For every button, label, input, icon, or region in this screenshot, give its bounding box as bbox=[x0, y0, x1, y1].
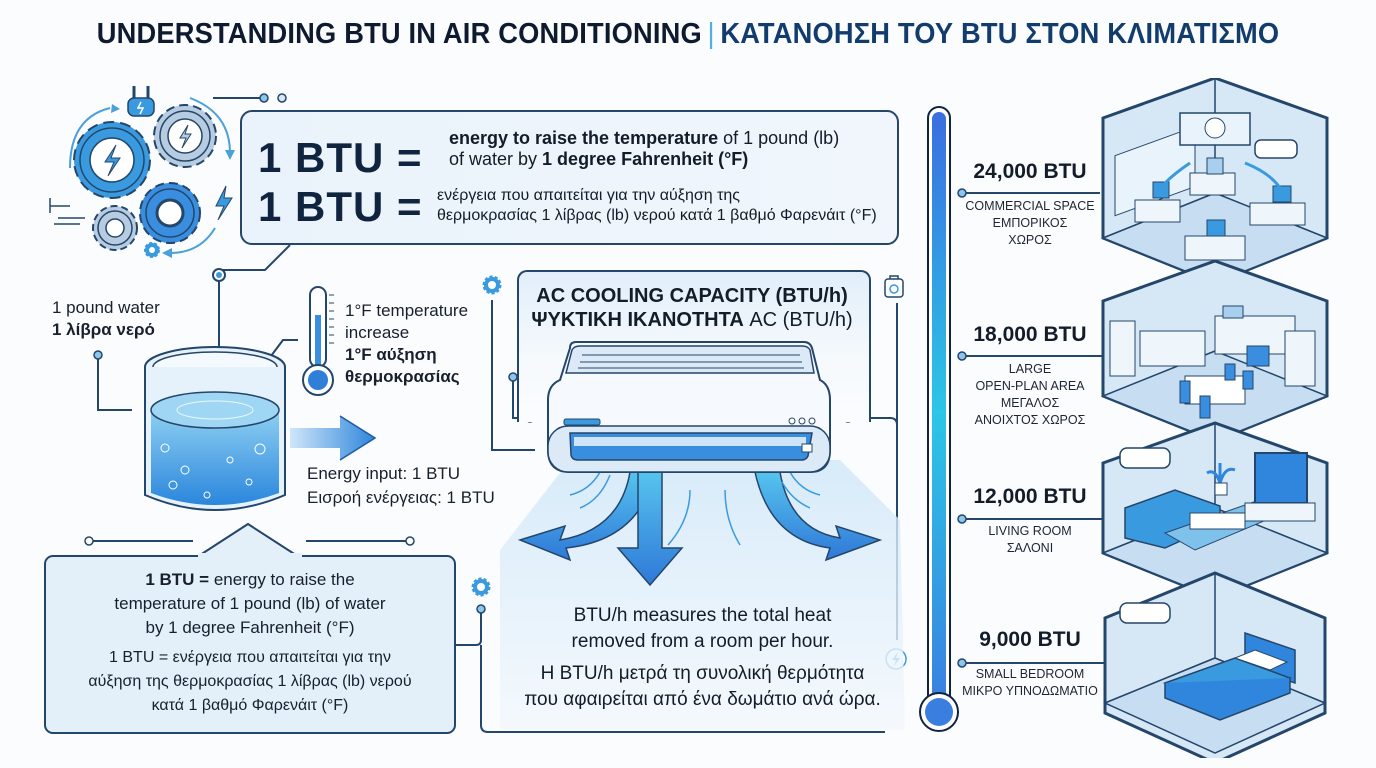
room-label-en: SMALL BEDROOM bbox=[975, 667, 1085, 681]
callout-en-3: by 1 degree Fahrenheit (°F) bbox=[145, 618, 355, 637]
room-label-gr-2: ΑΝΟΙΧΤΟΣ ΧΩΡΟΣ bbox=[974, 413, 1086, 427]
energy-input-label: Energy input: 1 BTU Εισροή ενέργειας: 1 … bbox=[307, 462, 495, 510]
callout-en-bold: 1 BTU = bbox=[145, 570, 210, 589]
definition-gr: ενέργεια που απαιτείται για την αύξηση τ… bbox=[437, 186, 877, 226]
gear-icon bbox=[482, 275, 502, 295]
callout-en-1: 1 BTU = energy to raise the bbox=[46, 568, 454, 592]
airflow-arrows-icon bbox=[500, 460, 905, 730]
scale-level-24000: 24,000 BTU COMMERCIAL SPACE ΕΜΠΟΡΙΚΟΣ ΧΩ… bbox=[960, 160, 1100, 249]
scale-level-9000: 9,000 BTU SMALL BEDROOM ΜΙΚΡΟ ΥΠΝΟΔΩΜΑΤΙ… bbox=[960, 628, 1100, 700]
scale-level-12000: 12,000 BTU LIVING ROOM ΣΑΛΟΝΙ bbox=[960, 485, 1100, 557]
definition-en-rest-1: of 1 pound (lb) bbox=[718, 128, 840, 148]
ac-heading-en: AC COOLING CAPACITY (BTU/h) bbox=[536, 285, 848, 307]
air-conditioner-icon bbox=[547, 341, 831, 473]
gear-icon bbox=[471, 577, 491, 597]
callout-gr-3: κατά 1 βαθμό Φαρενάιτ (°F) bbox=[151, 697, 349, 714]
definition-en-bold-1: energy to raise the temperature bbox=[449, 128, 719, 148]
definition-gr-line-1: ενέργεια που απαιτείται για την αύξηση τ… bbox=[437, 187, 740, 204]
water-label-gr: 1 λίβρα νερό bbox=[52, 320, 155, 339]
energy-input-gr: Εισροή ενέργειας: 1 BTU bbox=[307, 488, 495, 507]
room-label-en-2: OPEN-PLAN AREA bbox=[975, 379, 1085, 393]
definition-gr-line-2: θερμοκρασίας 1 λίβρας (lb) νερού κατά 1 … bbox=[437, 207, 877, 224]
room-label-gr-2: ΧΩΡΟΣ bbox=[1008, 233, 1052, 247]
callout-en-rest: energy to raise the bbox=[209, 570, 355, 589]
water-beaker-icon bbox=[144, 346, 286, 511]
ac-desc-en-1: BTU/h measures the total heat bbox=[573, 605, 832, 626]
btu-equals-en: 1 BTU = bbox=[258, 134, 423, 181]
thermometer-label-en-2: increase bbox=[345, 323, 410, 342]
callout-gr-1: 1 BTU = ενέργεια που απαιτείται για την bbox=[109, 649, 391, 666]
office-room-icon bbox=[1100, 78, 1330, 285]
title-english: UNDERSTANDING BTU IN AIR CONDITIONING bbox=[96, 18, 702, 50]
capacity-label: 9,000 BTU bbox=[979, 628, 1081, 651]
thermometer-label-gr-1: 1°F αύξηση bbox=[345, 345, 437, 364]
ac-heading-gr-rest: AC (BTU/h) bbox=[743, 309, 853, 331]
btu-equals-gr: 1 BTU = bbox=[258, 183, 423, 230]
ac-desc-en-2: removed from a room per hour. bbox=[571, 631, 834, 652]
ac-description: BTU/h measures the total heat removed fr… bbox=[500, 603, 905, 713]
capacity-label: 18,000 BTU bbox=[973, 323, 1087, 346]
definition-box bbox=[240, 110, 899, 245]
room-label-gr-1: ΜΙΚΡΟ ΥΠΝΟΔΩΜΑΤΙΟ bbox=[962, 684, 1098, 698]
capacity-label: 12,000 BTU bbox=[973, 485, 1087, 508]
room-label-en: LIVING ROOM bbox=[988, 524, 1072, 538]
room-stack bbox=[1100, 78, 1330, 758]
thermostat-icon bbox=[884, 275, 904, 298]
plug-icon bbox=[127, 86, 155, 117]
water-label-en: 1 pound water bbox=[52, 298, 160, 317]
ac-desc-gr-2: που αφαιρείται από ένα δωμάτιο ανά ώρα. bbox=[524, 689, 881, 710]
room-label-gr-1: ΕΜΠΟΡΙΚΟΣ bbox=[992, 216, 1068, 230]
callout-box: 1 BTU = energy to raise the temperature … bbox=[44, 555, 456, 734]
ac-heading-gr: ΨΥΚΤΙΚΗ ΙΚΑΝΟΤΗΤΑ AC (BTU/h) bbox=[517, 308, 867, 332]
definition-en-rest-2: of water by bbox=[449, 149, 543, 169]
kitchen-room-icon bbox=[1100, 259, 1330, 443]
definition-en-bold-2: 1 degree Fahrenheit (°F) bbox=[542, 149, 749, 169]
ac-heading: AC COOLING CAPACITY (BTU/h) ΨΥΚΤΙΚΗ ΙΚΑΝ… bbox=[517, 284, 867, 332]
title-greek: ΚΑΤΑΝΟΗΣΗ ΤΟΥ BTU ΣΤΟΝ ΚΛΙΜΑΤΙΣΜΟ bbox=[720, 18, 1280, 50]
thermometer-icon bbox=[302, 286, 334, 396]
living-room-icon bbox=[1100, 421, 1330, 600]
callout-pointer-join bbox=[198, 553, 302, 559]
thermometer-label-en-1: 1°F temperature bbox=[345, 301, 469, 320]
room-label-en: LARGE bbox=[1008, 362, 1052, 376]
capacity-label: 24,000 BTU bbox=[973, 160, 1087, 183]
water-label: 1 pound water 1 λίβρα νερό bbox=[52, 297, 160, 341]
title-separator: | bbox=[707, 18, 715, 50]
callout-pointer bbox=[196, 522, 300, 558]
ac-desc-gr-1: Η BTU/h μετρά τη συνολική θερμότητα bbox=[540, 663, 865, 684]
ac-heading-gr-bold: ΨΥΚΤΙΚΗ ΙΚΑΝΟΤΗΤΑ bbox=[531, 309, 744, 331]
scale-level-18000: 18,000 BTU LARGE OPEN-PLAN AREA ΜΕΓΑΛΟΣ … bbox=[960, 323, 1100, 429]
gears-icon bbox=[49, 86, 235, 258]
thermometer-label: 1°F temperature increase 1°F αύξηση θερμ… bbox=[345, 300, 468, 388]
room-label-en: COMMERCIAL SPACE bbox=[965, 199, 1095, 213]
room-label-gr-1: ΣΑΛΟΝΙ bbox=[1006, 541, 1054, 555]
callout-en-2: temperature of 1 pound (lb) of water bbox=[114, 594, 386, 613]
bedroom-icon bbox=[1103, 571, 1327, 758]
definition-en: energy to raise the temperature of 1 pou… bbox=[449, 128, 839, 170]
room-label-gr-1: ΜΕΓΑΛΟΣ bbox=[1000, 396, 1060, 410]
energy-input-en: Energy input: 1 BTU bbox=[307, 464, 461, 483]
thermometer-label-gr-2: θερμοκρασίας bbox=[345, 367, 460, 386]
page-title: UNDERSTANDING BTU IN AIR CONDITIONING|ΚΑ… bbox=[41, 18, 1334, 51]
callout-gr-2: αύξηση της θερμοκρασίας 1 λίβρας (lb) νε… bbox=[88, 673, 412, 690]
